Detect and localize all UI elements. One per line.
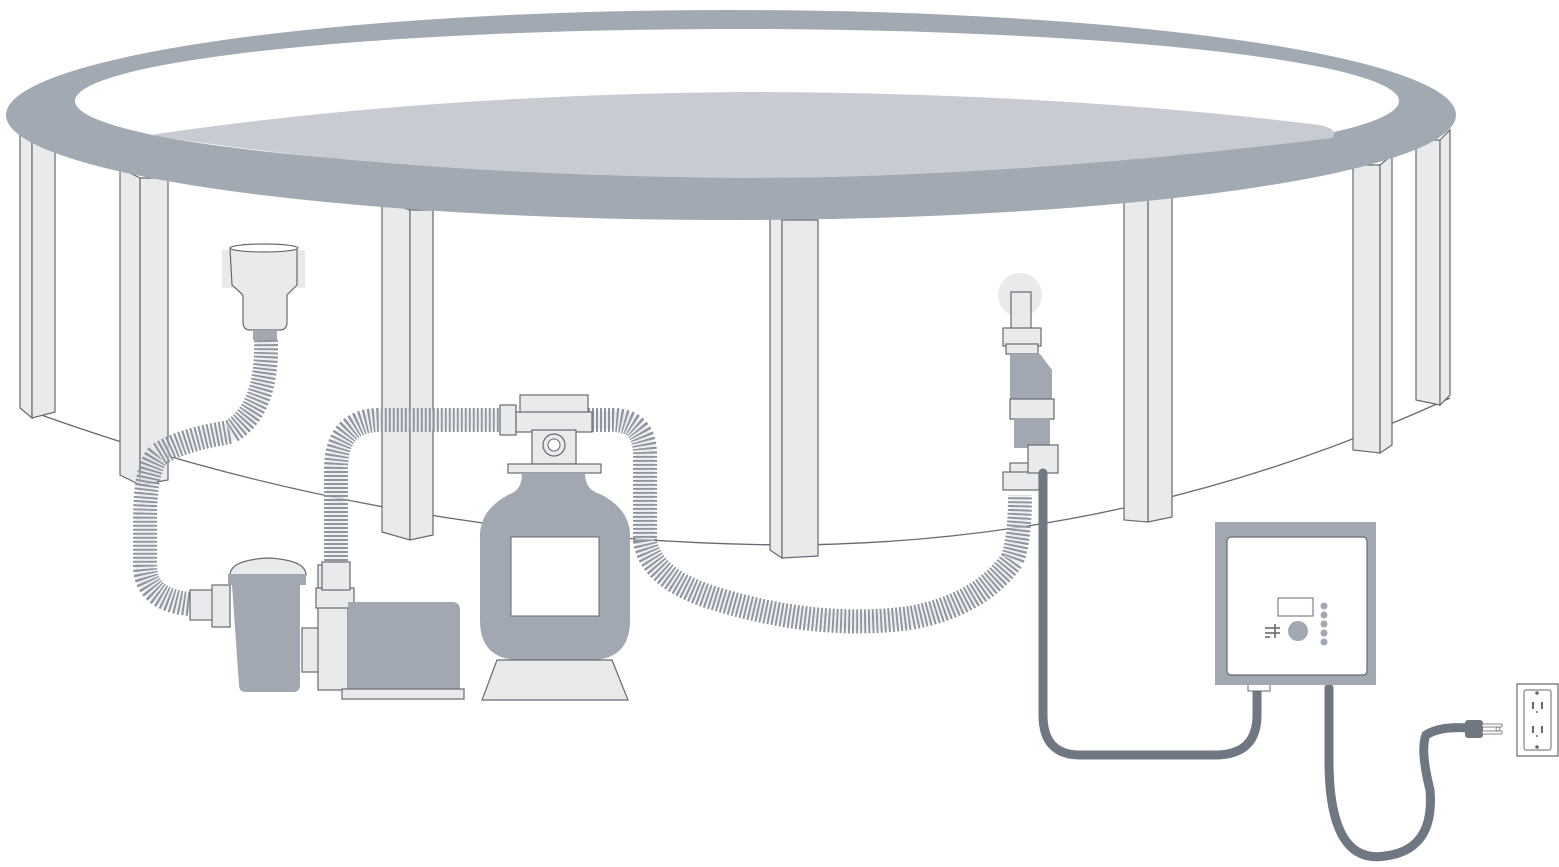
control-display bbox=[1278, 598, 1313, 616]
return-fitting bbox=[998, 273, 1042, 354]
wall-outlet bbox=[1517, 684, 1558, 756]
power-cord bbox=[1329, 688, 1468, 857]
plug bbox=[1465, 720, 1502, 738]
control-knob bbox=[1288, 621, 1308, 641]
pump bbox=[190, 558, 464, 699]
control-box bbox=[1215, 522, 1376, 691]
